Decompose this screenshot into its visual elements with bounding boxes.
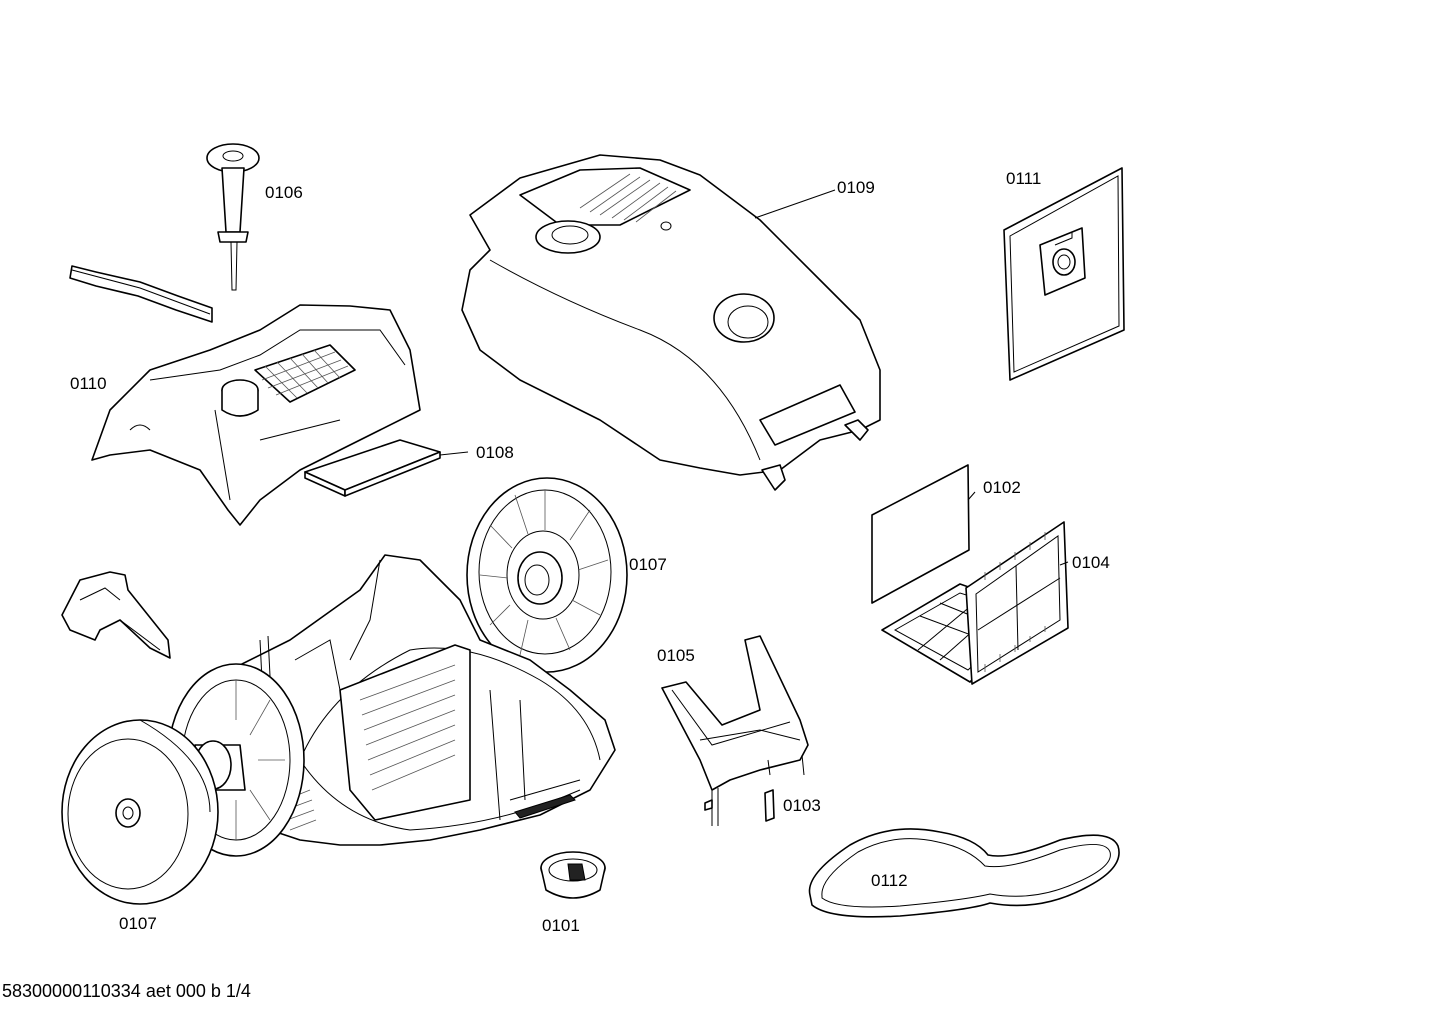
part-0103-clip (764, 789, 775, 822)
label-0107-front: 0107 (119, 914, 157, 933)
label-0102: 0102 (983, 478, 1021, 497)
label-0107-rear: 0107 (629, 555, 667, 574)
bracket-part (61, 571, 171, 659)
part-0102-filter-sheet (871, 464, 970, 604)
label-0101: 0101 (542, 916, 580, 935)
label-0108: 0108 (476, 443, 514, 462)
part-0108-filter-pad (304, 439, 469, 497)
part-0111-dust-bag (1003, 167, 1125, 381)
part-0101-ring (540, 851, 606, 899)
label-0110: 0110 (70, 374, 107, 393)
label-0106: 0106 (265, 183, 303, 202)
part-0106-knob (206, 143, 260, 291)
main-chassis (234, 554, 616, 846)
part-0109-cover (461, 154, 881, 491)
label-0103: 0103 (783, 796, 821, 815)
label-0111: 0111 (1006, 169, 1042, 188)
document-code: 58300000110334 aet 000 b 1/4 (2, 981, 251, 1001)
part-0110-housing (91, 304, 421, 526)
leader-lines (967, 491, 1069, 566)
label-0109: 0109 (837, 178, 875, 197)
label-0104: 0104 (1072, 553, 1110, 572)
label-0112: 0112 (871, 871, 908, 890)
seal-strip (69, 265, 213, 323)
part-0112-seal (808, 828, 1120, 918)
part-0107-front-wheel (61, 663, 305, 905)
part-0105-bag-holder (661, 635, 809, 826)
part-0104-filter-frame (881, 521, 1069, 685)
label-0105: 0105 (657, 646, 695, 665)
part-0107-rear-wheel (466, 477, 628, 673)
